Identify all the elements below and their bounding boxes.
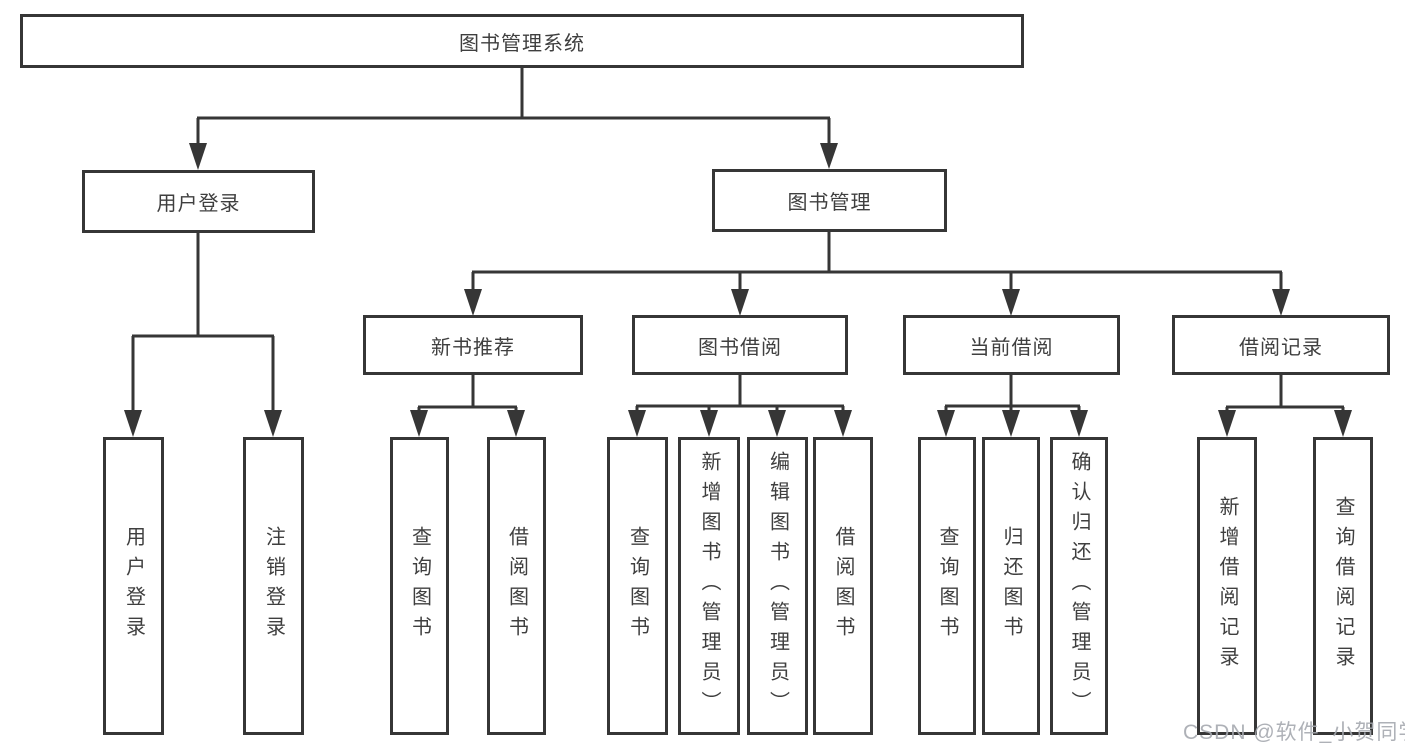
node-book-management-label: 图书管理 (787, 192, 872, 214)
leaf-query-books-current: 查询图书 (918, 437, 976, 735)
leaf-confirm-return-admin-label: 确认归还（管理员） (1068, 451, 1090, 721)
leaf-query-books-borrowing-label: 查询图书 (626, 526, 649, 646)
node-book-borrowing-label: 图书借阅 (698, 336, 782, 359)
leaf-edit-books-admin: 编辑图书（管理员） (747, 437, 808, 735)
node-new-book-recommendation: 新书推荐 (363, 315, 583, 375)
leaf-query-borrow-record-label: 查询借阅记录 (1332, 496, 1354, 676)
leaf-add-books-admin-label: 新增图书（管理员） (698, 451, 720, 721)
leaf-add-borrow-record: 新增借阅记录 (1197, 437, 1257, 735)
leaf-query-books-recommend-label: 查询图书 (408, 526, 431, 646)
node-user-login-label: 用户登录 (156, 193, 241, 215)
leaf-user-login: 用户登录 (103, 437, 164, 735)
node-user-login: 用户登录 (82, 170, 315, 233)
leaf-add-borrow-record-label: 新增借阅记录 (1216, 496, 1238, 676)
leaf-borrow-books-recommend-label: 借阅图书 (505, 526, 528, 646)
node-current-borrowing-label: 当前借阅 (969, 336, 1054, 359)
node-book-management: 图书管理 (712, 169, 947, 232)
leaf-user-login-label: 用户登录 (122, 526, 145, 646)
node-borrowing-records-label: 借阅记录 (1239, 336, 1323, 359)
leaf-borrow-books-recommend: 借阅图书 (487, 437, 546, 735)
leaf-borrow-books-borrowing-label: 借阅图书 (832, 526, 854, 646)
csdn-watermark: CSDN @软件_小贺同学 (1183, 721, 1405, 744)
leaf-logout-login: 注销登录 (243, 437, 304, 735)
node-borrowing-records: 借阅记录 (1172, 315, 1390, 375)
leaf-add-books-admin: 新增图书（管理员） (678, 437, 740, 735)
leaf-edit-books-admin-label: 编辑图书（管理员） (766, 451, 789, 721)
leaf-query-books-recommend: 查询图书 (390, 437, 449, 735)
leaf-logout-login-label: 注销登录 (262, 526, 285, 646)
leaf-query-books-borrowing: 查询图书 (607, 437, 668, 735)
node-current-borrowing: 当前借阅 (903, 315, 1120, 375)
node-new-book-recommendation-label: 新书推荐 (431, 336, 515, 359)
leaf-query-books-current-label: 查询图书 (936, 526, 958, 646)
leaf-borrow-books-borrowing: 借阅图书 (813, 437, 873, 735)
node-root-system: 图书管理系统 (20, 14, 1024, 68)
leaf-return-books-label: 归还图书 (1000, 526, 1022, 646)
leaf-return-books: 归还图书 (982, 437, 1040, 735)
node-book-borrowing: 图书借阅 (632, 315, 848, 375)
node-root-label: 图书管理系统 (459, 32, 585, 55)
leaf-query-borrow-record: 查询借阅记录 (1313, 437, 1373, 735)
leaf-confirm-return-admin: 确认归还（管理员） (1050, 437, 1108, 735)
